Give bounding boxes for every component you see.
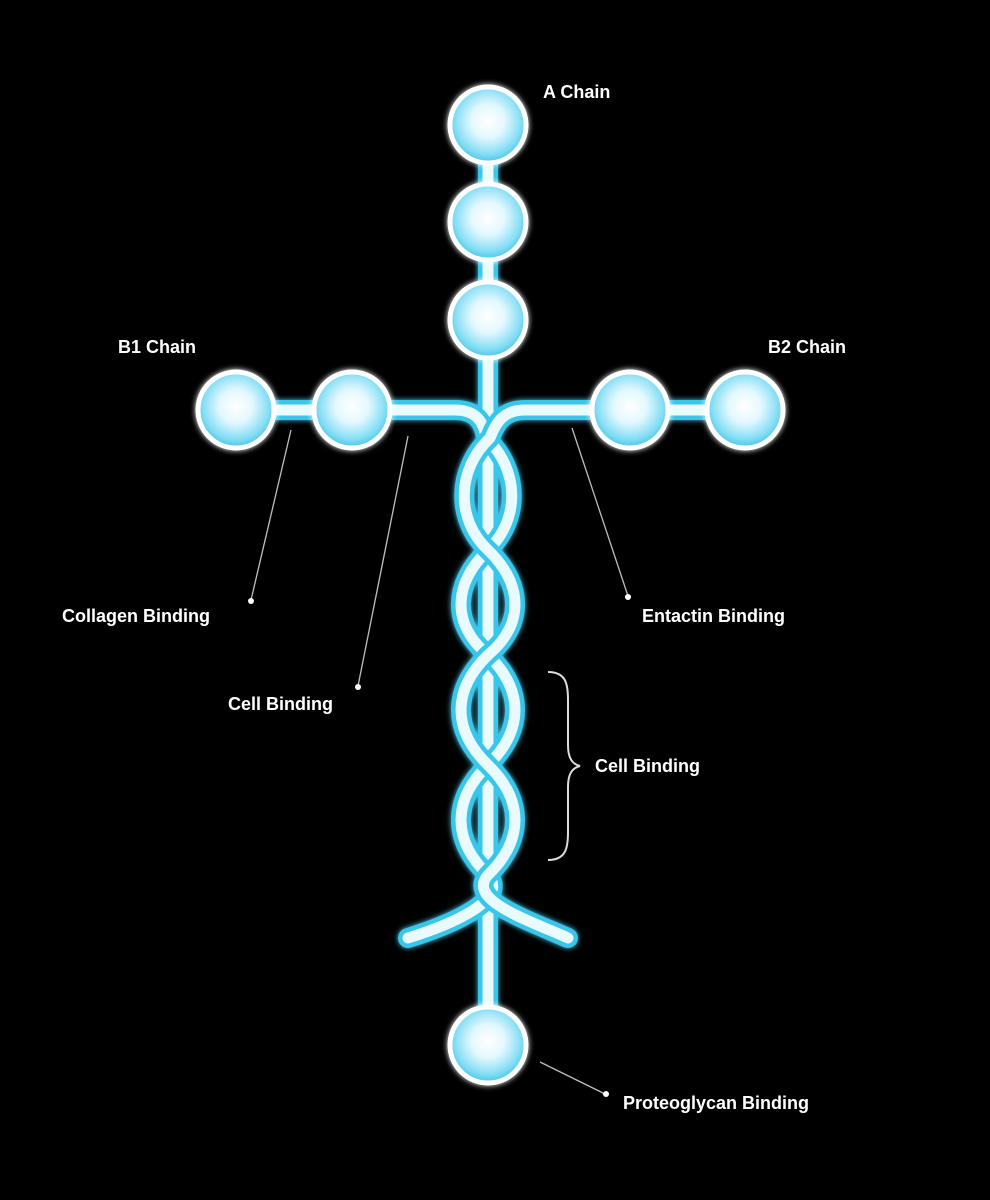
collagen-binding-dot [248, 598, 254, 604]
b1-chain-domain-1 [195, 369, 277, 451]
label-b1-chain: B1 Chain [118, 337, 196, 357]
proteoglycan-binding-dot [603, 1091, 609, 1097]
b2-chain-strand [455, 404, 751, 944]
b2-chain-domain-2 [704, 369, 786, 451]
entactin-binding-dot [625, 594, 631, 600]
entactin-binding-leader [571, 427, 629, 597]
g-domain [447, 1004, 529, 1086]
cell-binding-brace [547, 671, 581, 861]
label-b2-chain: B2 Chain [768, 337, 846, 357]
b2-chain-domain-1 [589, 369, 671, 451]
cell-binding-left-leader [357, 435, 409, 687]
leader-lines [248, 427, 631, 1097]
label-a-chain: A Chain [543, 82, 610, 102]
collagen-binding-leader [250, 429, 292, 601]
a-chain-domain-1 [447, 84, 529, 166]
labels: A Chain B1 Chain B2 Chain Collagen Bindi… [62, 82, 846, 1113]
a-chain-domain-3 [447, 279, 529, 361]
globular-domains [195, 84, 786, 1086]
protein-chains [226, 115, 755, 1060]
label-cell-binding-left: Cell Binding [228, 694, 333, 714]
proteoglycan-binding-leader [539, 1061, 606, 1095]
cell-binding-left-dot [355, 684, 361, 690]
label-collagen-binding: Collagen Binding [62, 606, 210, 626]
b1-chain-domain-2 [311, 369, 393, 451]
a-chain-domain-2 [447, 181, 529, 263]
label-proteoglycan-binding: Proteoglycan Binding [623, 1093, 809, 1113]
label-entactin-binding: Entactin Binding [642, 606, 785, 626]
label-cell-binding-right: Cell Binding [595, 756, 700, 776]
